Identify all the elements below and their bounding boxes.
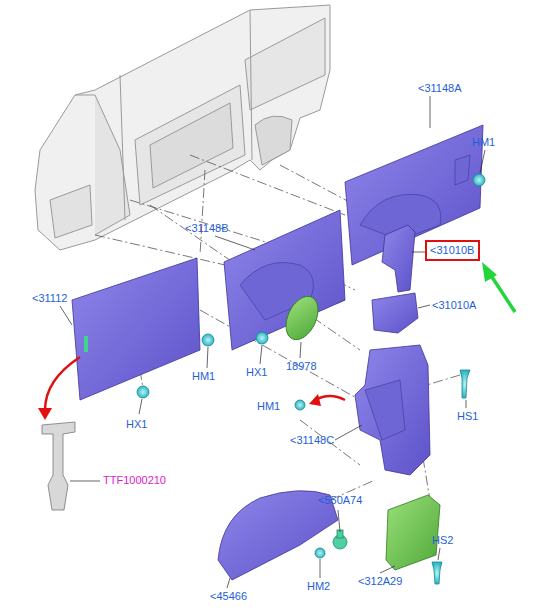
clip-ttf1000210 xyxy=(42,422,75,510)
part-label: HX1 xyxy=(126,418,147,431)
part-label: 18978 xyxy=(286,360,317,373)
part-label: <31148B xyxy=(185,222,229,235)
green-arrow xyxy=(482,262,515,312)
fasteners xyxy=(137,174,485,584)
part-label: <550A74 xyxy=(318,494,362,507)
part-label: <312A29 xyxy=(358,575,402,588)
highlight-box: <31010B xyxy=(425,240,480,261)
cover-312a29 xyxy=(386,495,440,570)
clip-550a74 xyxy=(333,530,347,549)
part-label: HM2 xyxy=(307,580,330,593)
cover-18978 xyxy=(280,291,325,345)
part-label: HM1 xyxy=(192,370,215,383)
leader-lines xyxy=(60,96,485,588)
part-label: HX1 xyxy=(246,366,267,379)
part-label: <31112 xyxy=(32,292,67,305)
van-body xyxy=(35,5,330,250)
part-label: <45466 xyxy=(210,590,247,603)
trim-31010a xyxy=(372,293,418,333)
trim-panel-31112 xyxy=(72,258,200,400)
red-arrows xyxy=(38,357,345,420)
part-label: HS1 xyxy=(457,410,478,423)
part-label: HM1 xyxy=(472,136,495,149)
bracket-31010b xyxy=(382,225,415,292)
part-label: HM1 xyxy=(257,400,280,413)
part-label: HS2 xyxy=(432,534,453,547)
trim-panel-31148b xyxy=(224,210,345,350)
trim-panel-31148c xyxy=(355,345,430,475)
part-label: <31148C xyxy=(290,434,334,447)
part-label: <31148A xyxy=(418,82,462,95)
part-label: <31010B xyxy=(430,244,475,257)
part-label: <31010A xyxy=(432,299,476,312)
tool-number: TTF1000210 xyxy=(103,474,166,487)
